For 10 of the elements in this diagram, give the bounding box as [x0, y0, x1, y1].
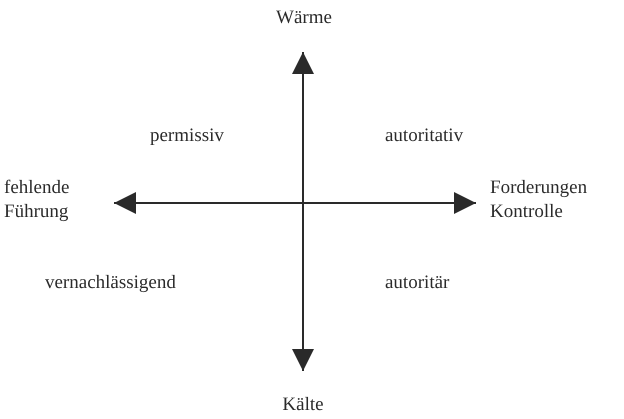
axis-label: fehlende Führung: [4, 176, 100, 224]
axis-label: Kälte: [272, 393, 334, 417]
axis-arrow: [292, 52, 314, 371]
quadrant-label: permissiv: [150, 124, 224, 148]
quadrant-label: vernachlässigend: [45, 271, 176, 295]
axis-label: Forderungen Kontrolle: [490, 176, 622, 224]
axis-label: Wärme: [268, 6, 340, 30]
axis-arrow: [114, 192, 476, 214]
quadrant-label: autoritär: [385, 271, 450, 295]
quadrant-label: autoritativ: [385, 124, 464, 148]
